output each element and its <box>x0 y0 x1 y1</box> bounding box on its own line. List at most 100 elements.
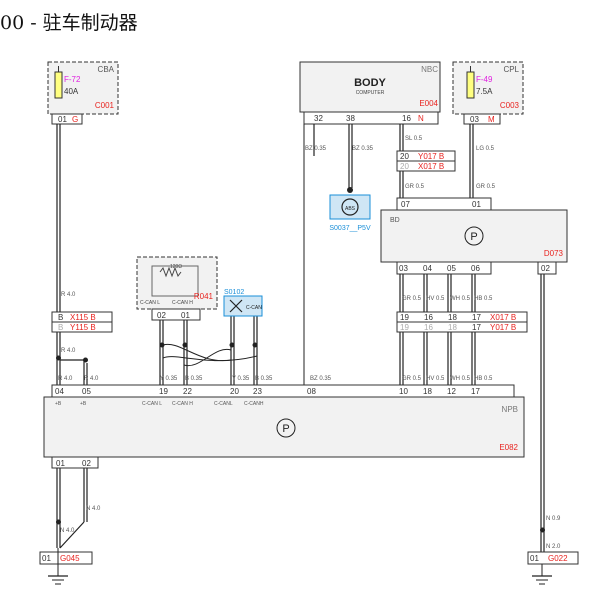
svg-text:C-CANH: C-CANH <box>244 401 264 407</box>
svg-text:Y 0.35: Y 0.35 <box>160 376 178 382</box>
fuse-box-cpl: CPL F-49 7.5A C003 03 M <box>452 61 524 125</box>
can-junction: S0102 C-CAN <box>223 289 263 317</box>
svg-text:B 0.35: B 0.35 <box>185 376 203 382</box>
connector-r041: R041 <box>194 292 214 301</box>
svg-text:07: 07 <box>401 200 410 209</box>
svg-text:01: 01 <box>530 554 539 563</box>
body-sub: COMPUTER <box>356 90 385 96</box>
svg-text:Y 0.35: Y 0.35 <box>232 376 250 382</box>
svg-text:17: 17 <box>472 323 481 332</box>
fuse-rating-f49: 7.5A <box>476 87 493 96</box>
fuse-box-cba: CBA F-72 40A C001 01 G <box>47 61 119 125</box>
svg-text:C-CANL: C-CANL <box>214 401 233 407</box>
svg-text:06: 06 <box>471 264 480 273</box>
svg-text:G022: G022 <box>548 554 568 563</box>
svg-text:C-CAN L: C-CAN L <box>140 300 160 306</box>
svg-text:19: 19 <box>400 323 409 332</box>
svg-text:BZ 0.35: BZ 0.35 <box>352 146 374 152</box>
ground-g022: 01 G022 <box>527 551 579 585</box>
svg-text:HB 0.5: HB 0.5 <box>474 296 493 302</box>
svg-text:19: 19 <box>400 313 409 322</box>
svg-text:S0102: S0102 <box>224 289 244 296</box>
inline-connector-115: B X115 B B Y115 B <box>51 311 113 333</box>
inline-connector-017: 20 Y017 B 20 X017 B <box>396 150 456 172</box>
svg-text:17: 17 <box>471 387 480 396</box>
svg-text:19: 19 <box>159 387 168 396</box>
svg-text:23: 23 <box>253 387 262 396</box>
connector-c003: C003 <box>500 101 520 110</box>
svg-text:N 0.9: N 0.9 <box>546 516 561 522</box>
svg-text:GR 0.5: GR 0.5 <box>402 376 422 382</box>
svg-text:P: P <box>282 423 289 435</box>
svg-text:16: 16 <box>424 323 433 332</box>
svg-text:01: 01 <box>472 200 481 209</box>
svg-text:02: 02 <box>541 264 550 273</box>
wire-set <box>56 124 545 552</box>
fuse-name-f72: F-72 <box>64 75 81 84</box>
svg-text:C-CAN H: C-CAN H <box>172 300 193 306</box>
svg-text:BD: BD <box>390 217 400 224</box>
svg-text:N 2.0: N 2.0 <box>546 544 561 550</box>
svg-text:HB 0.5: HB 0.5 <box>474 376 493 382</box>
svg-text:GR 0.5: GR 0.5 <box>405 184 425 190</box>
splice-dot <box>83 357 88 363</box>
svg-text:20: 20 <box>230 387 239 396</box>
pin-color-e004: N <box>418 114 424 123</box>
svg-text:Y017 B: Y017 B <box>490 323 516 332</box>
svg-text:R 4.0: R 4.0 <box>61 292 76 298</box>
can-twisted-pair <box>159 342 258 367</box>
svg-text:X115 B: X115 B <box>70 313 96 322</box>
fuse-group-cpl: CPL <box>503 65 519 74</box>
ground-g045: 01 G045 <box>39 548 93 585</box>
parking-brake-icon <box>276 418 296 438</box>
pin-e004-38: 38 <box>346 114 355 123</box>
svg-text:10: 10 <box>399 387 408 396</box>
svg-text:G045: G045 <box>60 554 80 563</box>
svg-text:C-CAN H: C-CAN H <box>172 401 193 407</box>
svg-text:WH 0.5: WH 0.5 <box>450 296 471 302</box>
svg-text:BZ 0.35: BZ 0.35 <box>305 146 327 152</box>
wire-labels: R 4.0 BZ 0.35 BZ 0.35 SL 0.5 LG 0.5 GR 0… <box>58 136 561 550</box>
body-computer: NBC BODY COMPUTER E004 32 38 16 N <box>299 61 441 125</box>
svg-text:P: P <box>470 231 477 243</box>
pin-c001-01: 01 <box>58 115 67 124</box>
svg-text:N 4.0: N 4.0 <box>86 506 101 512</box>
fuse-icon <box>54 71 63 99</box>
svg-text:C-CAN L: C-CAN L <box>142 401 162 407</box>
svg-text:18: 18 <box>423 387 432 396</box>
parking-brake-icon <box>464 226 484 246</box>
pin-e004-16: 16 <box>402 114 411 123</box>
abs-module: ABS S0037__P5V <box>329 187 371 232</box>
svg-text:NPB: NPB <box>502 405 518 414</box>
svg-text:X017 B: X017 B <box>418 162 444 171</box>
svg-text:R 4.0: R 4.0 <box>84 376 99 382</box>
svg-text:04: 04 <box>55 387 64 396</box>
svg-text:ABS: ABS <box>345 206 356 212</box>
termination-resistor: 120Ω C-CAN L C-CAN H R041 02 01 <box>136 256 218 321</box>
svg-text:BZ 0.35: BZ 0.35 <box>310 376 332 382</box>
svg-text:08: 08 <box>307 387 316 396</box>
svg-text:01: 01 <box>42 554 51 563</box>
svg-text:05: 05 <box>82 387 91 396</box>
fuse-rating-f72: 40A <box>64 87 79 96</box>
pin-color-c003: M <box>488 115 495 124</box>
svg-text:HV 0.5: HV 0.5 <box>426 376 445 382</box>
svg-text:X017 B: X017 B <box>490 313 516 322</box>
npb-module: 04 05 19 22 20 23 08 10 18 12 17 +B +B C… <box>43 384 525 469</box>
svg-text:22: 22 <box>183 387 192 396</box>
svg-text:04: 04 <box>423 264 432 273</box>
fuse-group-cba: CBA <box>98 65 115 74</box>
svg-text:B: B <box>58 313 63 322</box>
svg-text:B 0.35: B 0.35 <box>255 376 273 382</box>
svg-text:120Ω: 120Ω <box>170 264 182 270</box>
pin-color-c001: G <box>72 115 78 124</box>
body-name: BODY <box>354 77 386 89</box>
epb-switch: 07 01 BD P D073 03 04 05 06 02 <box>380 197 568 275</box>
svg-text:Y017 B: Y017 B <box>418 152 444 161</box>
svg-text:LG 0.5: LG 0.5 <box>476 146 495 152</box>
svg-text:HV 0.5: HV 0.5 <box>426 296 445 302</box>
pin-c003-03: 03 <box>470 115 479 124</box>
brake-icon <box>341 198 359 216</box>
svg-text:SL 0.5: SL 0.5 <box>405 136 423 142</box>
